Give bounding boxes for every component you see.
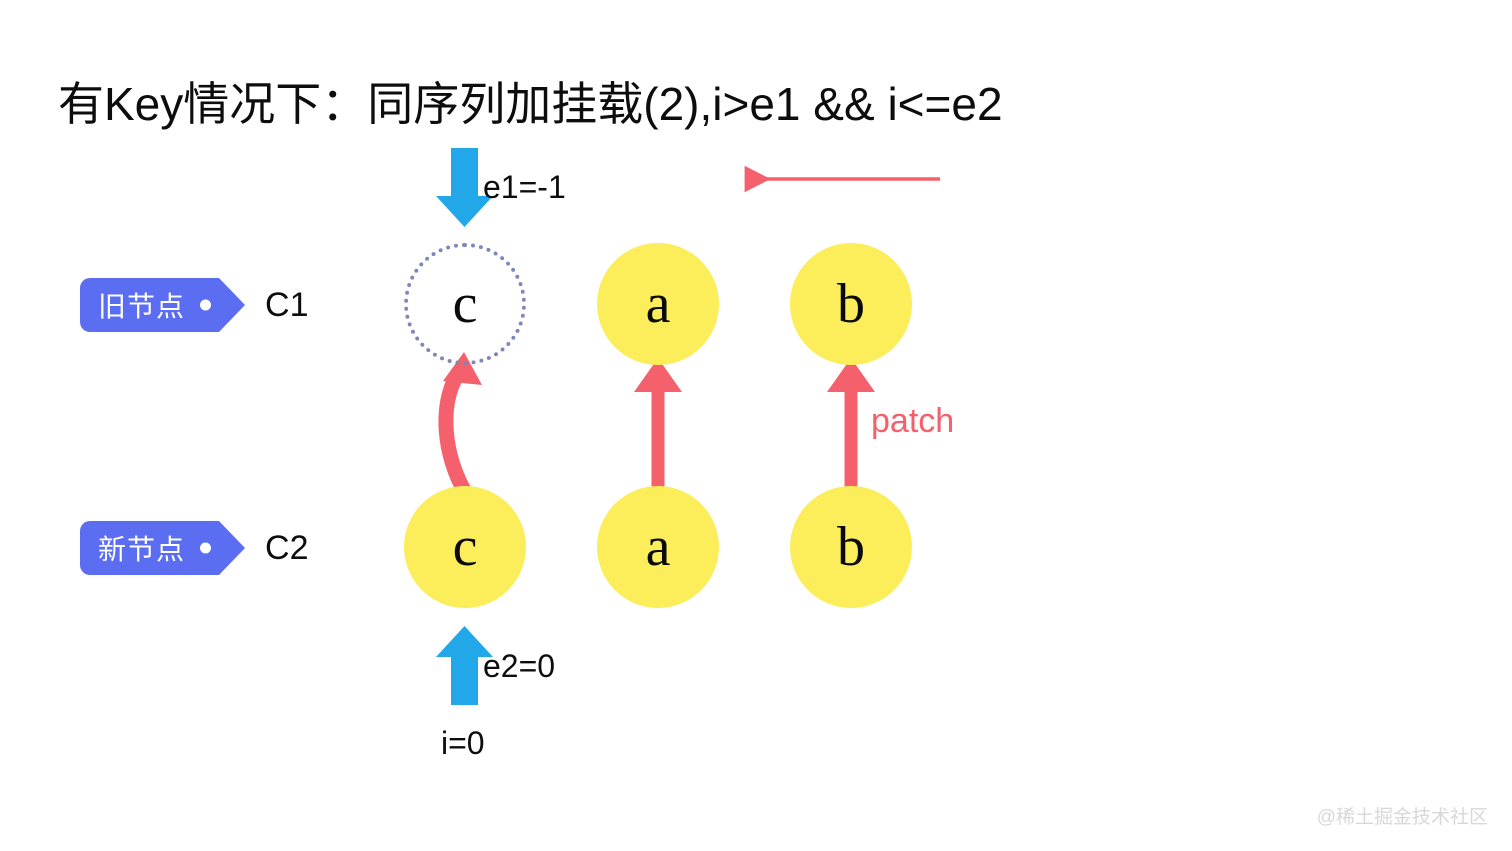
node-old-a: a [597,243,719,365]
label-patch: patch [871,402,955,440]
node-old-b-label: b [837,273,865,335]
row-label-new-nodes: 新节点 C2 [80,521,308,575]
node-new-a: a [597,486,719,608]
node-new-b-label: b [837,516,865,578]
node-new-c: c [404,486,526,608]
row-label-old-nodes: 旧节点 C1 [80,278,308,332]
node-old-b: b [790,243,912,365]
arrow-up-icon [827,358,875,500]
label-e2: e2=0 [483,648,556,684]
curved-arrow-icon [438,352,482,500]
label-e1: e1=-1 [483,169,566,205]
page-title: 有Key情况下：同序列加挂载(2),i>e1 && i<=e2 [58,78,1003,130]
tag-old-nodes: 旧节点 [80,278,246,332]
node-new-a-label: a [645,516,671,578]
row-caption-c1: C1 [265,285,309,324]
tag-new-nodes-label: 新节点 [98,534,186,565]
node-old-c-label: c [452,273,478,335]
node-new-b: b [790,486,912,608]
node-old-a-label: a [645,273,671,335]
tag-dot-icon [200,542,212,554]
row-caption-c2: C2 [265,528,309,567]
node-old-c: c [404,243,526,365]
node-new-c-label: c [452,516,478,578]
arrow-up-icon [634,358,682,500]
watermark: @稀土掘金技术社区 [1316,807,1488,828]
label-i: i=0 [441,725,485,761]
tag-dot-icon [200,299,212,311]
tag-old-nodes-label: 旧节点 [98,291,186,322]
tag-new-nodes: 新节点 [80,521,246,575]
